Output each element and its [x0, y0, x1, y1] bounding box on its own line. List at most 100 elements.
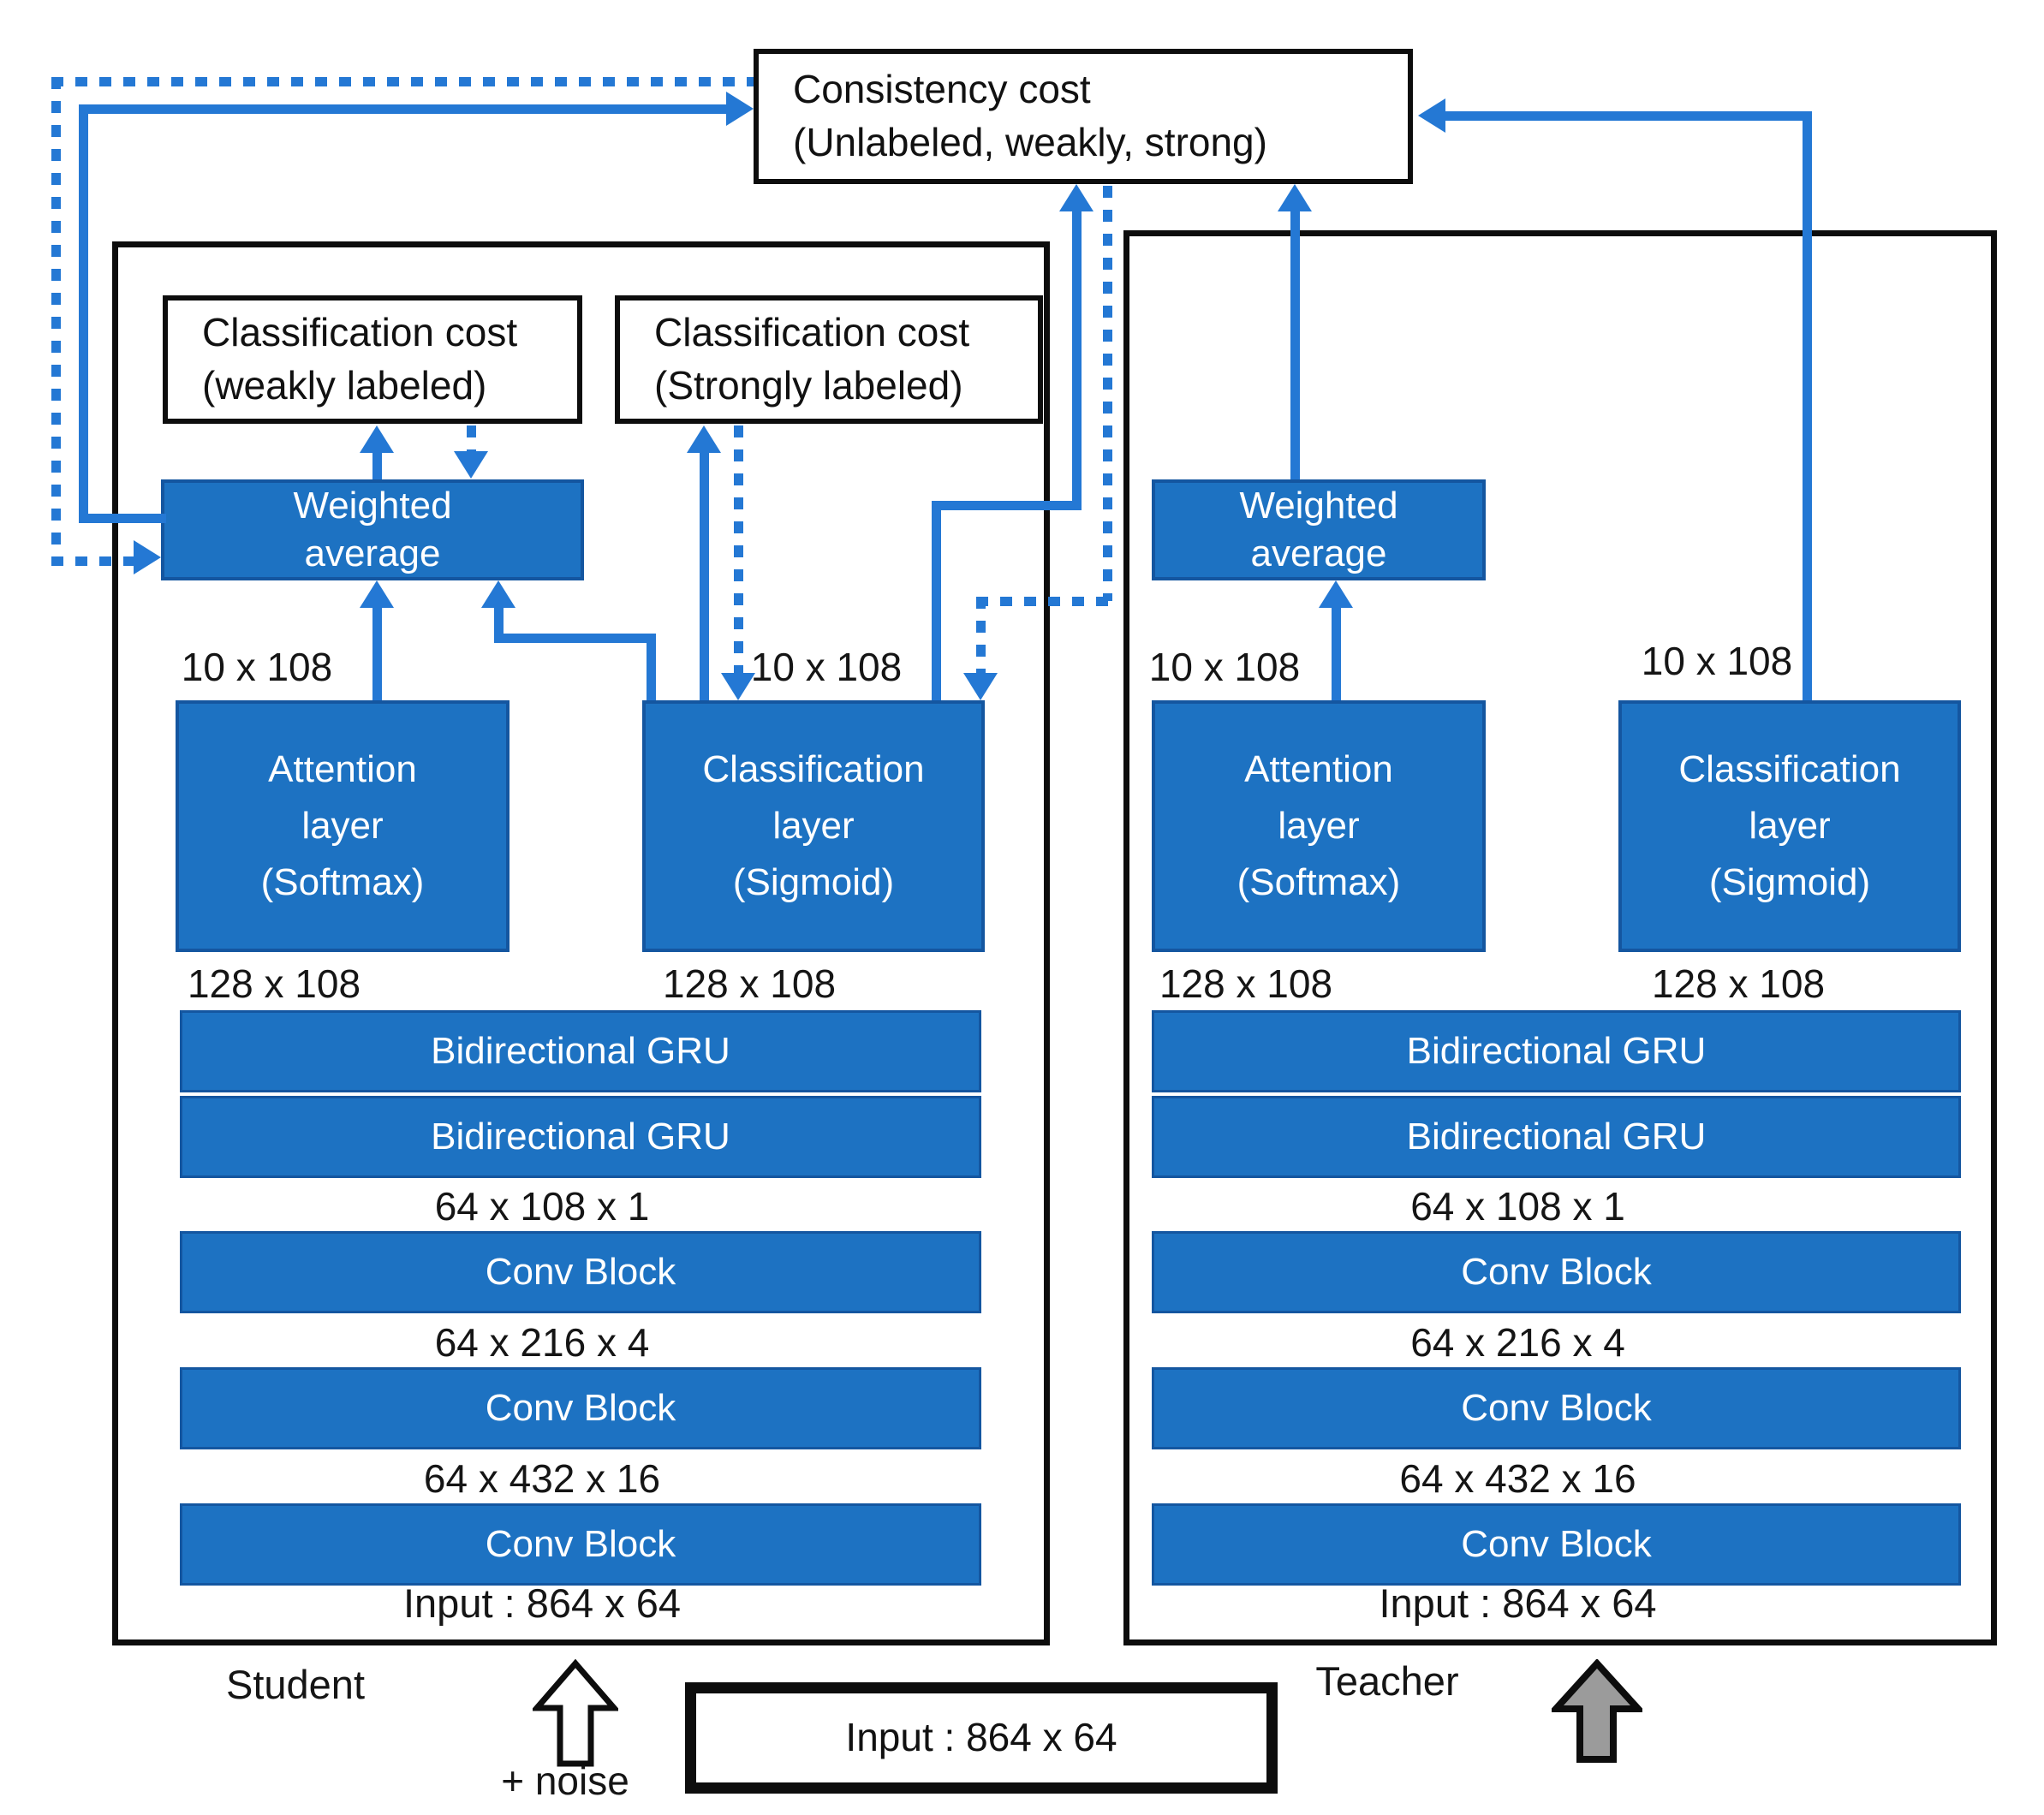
teacher-weighted-average-box: Weighted average: [1152, 479, 1486, 580]
shared-input-label: Input : 864 x 64: [845, 1715, 1117, 1760]
student-conv2-label: Conv Block: [485, 1387, 676, 1429]
student-class-to-wavg-horizontal-segment: [494, 634, 656, 643]
teacher-class-to-consistency-horizontal-segment: [1444, 111, 1807, 121]
teacher-gru2-bar: Bidirectional GRU: [1152, 1096, 1961, 1178]
teacher-wavg-line1: Weighted: [1239, 484, 1398, 527]
teacher-wavg-into-consistency-arrowhead-icon: [1278, 184, 1312, 211]
teacher-model-box: [1123, 230, 1997, 1645]
dotted-consistency-to-wavg-top-segment: [51, 77, 754, 86]
strongcost-to-classlayer-arrowhead-icon: [721, 673, 755, 700]
consistency-cost-line2: (Unlabeled, weakly, strong): [793, 120, 1267, 164]
dotted-consistency-to-wavg-left-segment: [51, 77, 61, 561]
dotted-consistency-to-class-vertical-segment: [1103, 186, 1112, 601]
teacher-attn-line3: (Softmax): [1237, 861, 1401, 903]
student-class-line2: layer: [772, 805, 855, 847]
consistency-cost-line1: Consistency cost: [793, 67, 1091, 112]
student-conv1-bar: Conv Block: [180, 1231, 981, 1313]
teacher-attention-input-dim: 128 x 108: [1159, 961, 1333, 1006]
wavg-to-consistency-top-segment: [79, 104, 726, 114]
student-classification-output-dim: 10 x 108: [750, 645, 903, 689]
teacher-conv3-label: Conv Block: [1461, 1523, 1652, 1565]
shared-input-box: Input : 864 x 64: [685, 1682, 1278, 1794]
wavg-to-consistency-left-segment: [79, 104, 88, 523]
student-classification-input-dim: 128 x 108: [662, 961, 837, 1006]
student-class-to-consistency-rise-segment: [932, 501, 941, 700]
student-class-to-wavg-upper-segment: [494, 604, 504, 643]
teacher-attention-output-dim: 10 x 108: [1148, 645, 1301, 689]
dotted-into-wavg-arrowhead-icon: [134, 540, 161, 574]
wavg-to-weakcost-arrowhead-icon: [360, 425, 394, 453]
student-gru2-label: Bidirectional GRU: [431, 1116, 730, 1157]
teacher-dim-64x216x4: 64 x 216 x 4: [1410, 1320, 1625, 1365]
teacher-class-line2: layer: [1749, 805, 1831, 847]
teacher-classification-input-dim: 128 x 108: [1651, 961, 1826, 1006]
cost-strong-line2: (Strongly labeled): [654, 363, 963, 408]
consistency-cost-box: Consistency cost (Unlabeled, weakly, str…: [754, 49, 1413, 184]
teacher-into-consistency-right-arrowhead-icon: [1418, 98, 1445, 133]
teacher-gru2-label: Bidirectional GRU: [1406, 1116, 1707, 1157]
teacher-caption: Teacher: [1315, 1658, 1459, 1704]
teacher-conv1-label: Conv Block: [1461, 1251, 1652, 1293]
teacher-conv3-bar: Conv Block: [1152, 1503, 1961, 1586]
teacher-conv2-label: Conv Block: [1461, 1387, 1652, 1429]
student-dim-64x432x16: 64 x 432 x 16: [423, 1456, 661, 1501]
teacher-attn-line2: layer: [1278, 805, 1360, 847]
teacher-classification-output-dim: 10 x 108: [1641, 639, 1793, 683]
cost-weak-line1: Classification cost: [202, 310, 518, 355]
teacher-classification-layer-box: Classification layer (Sigmoid): [1618, 700, 1961, 952]
classlayer-to-strongcost-line: [700, 449, 709, 700]
student-attention-input-dim: 128 x 108: [187, 961, 361, 1006]
student-gru2-bar: Bidirectional GRU: [180, 1096, 981, 1178]
teacher-wavg-line2: average: [1250, 533, 1387, 574]
student-attn-line2: layer: [301, 805, 384, 847]
student-attn-to-wavg-arrowhead-icon: [360, 580, 394, 608]
noise-label: + noise: [501, 1758, 629, 1803]
dotted-consistency-to-class-drop-segment: [976, 597, 986, 675]
teacher-wavg-to-consistency-line: [1290, 210, 1300, 479]
into-consistency-left-arrowhead-icon: [726, 92, 754, 126]
student-wavg-line2: average: [304, 533, 441, 574]
student-attn-line1: Attention: [268, 748, 417, 790]
teacher-conv1-bar: Conv Block: [1152, 1231, 1961, 1313]
student-dim-64x216x4: 64 x 216 x 4: [434, 1320, 650, 1365]
student-class-to-consistency-vertical-segment: [1072, 210, 1082, 510]
student-class-to-consistency-horizontal-segment: [932, 501, 1082, 510]
student-gru1-bar: Bidirectional GRU: [180, 1010, 981, 1092]
teacher-dim-64x432x16: 64 x 432 x 16: [1399, 1456, 1636, 1501]
noise-input-arrow-icon: [533, 1659, 618, 1767]
student-dim-64x108x1: 64 x 108 x 1: [434, 1184, 650, 1229]
student-conv3-bar: Conv Block: [180, 1503, 981, 1586]
teacher-class-line1: Classification: [1678, 748, 1901, 790]
dotted-consistency-to-class-horizontal-segment: [976, 597, 1112, 606]
student-attn-to-wavg-line: [372, 604, 382, 700]
teacher-gru1-label: Bidirectional GRU: [1406, 1030, 1707, 1072]
teacher-class-to-consistency-vertical-segment: [1803, 111, 1812, 700]
cost-weak-line2: (weakly labeled): [202, 363, 487, 408]
dotted-into-student-class-arrowhead-icon: [963, 673, 998, 700]
dotted-consistency-to-wavg-bottom-segment: [51, 556, 134, 566]
weakcost-to-wavg-dotted-line: [467, 425, 476, 453]
teacher-gru1-bar: Bidirectional GRU: [1152, 1010, 1961, 1092]
student-input-dim-label: Input : 864 x 64: [402, 1580, 682, 1626]
teacher-dim-64x108x1: 64 x 108 x 1: [1410, 1184, 1625, 1229]
teacher-input-arrow-icon: [1552, 1659, 1642, 1763]
student-attention-layer-box: Attention layer (Softmax): [176, 700, 510, 952]
wavg-to-consistency-bottom-segment: [79, 514, 166, 523]
teacher-conv2-bar: Conv Block: [1152, 1367, 1961, 1449]
weakcost-to-wavg-arrowhead-icon: [454, 451, 488, 479]
classlayer-to-strongcost-arrowhead-icon: [687, 425, 721, 453]
student-attention-output-dim: 10 x 108: [181, 645, 333, 689]
teacher-attn-to-wavg-line: [1332, 604, 1341, 700]
student-class-line1: Classification: [702, 748, 925, 790]
student-class-to-wavg-rise-segment: [647, 634, 656, 700]
student-wavg-line1: Weighted: [293, 484, 452, 527]
cost-strong-line1: Classification cost: [654, 310, 970, 355]
student-class-to-wavg-arrowhead-icon: [481, 580, 515, 608]
teacher-class-line3: (Sigmoid): [1708, 861, 1871, 903]
teacher-attention-layer-box: Attention layer (Softmax): [1152, 700, 1486, 952]
student-caption: Student: [225, 1662, 366, 1707]
student-conv2-bar: Conv Block: [180, 1367, 981, 1449]
student-weighted-average-box: Weighted average: [161, 479, 584, 580]
strongcost-to-classlayer-dotted-line: [734, 425, 743, 675]
